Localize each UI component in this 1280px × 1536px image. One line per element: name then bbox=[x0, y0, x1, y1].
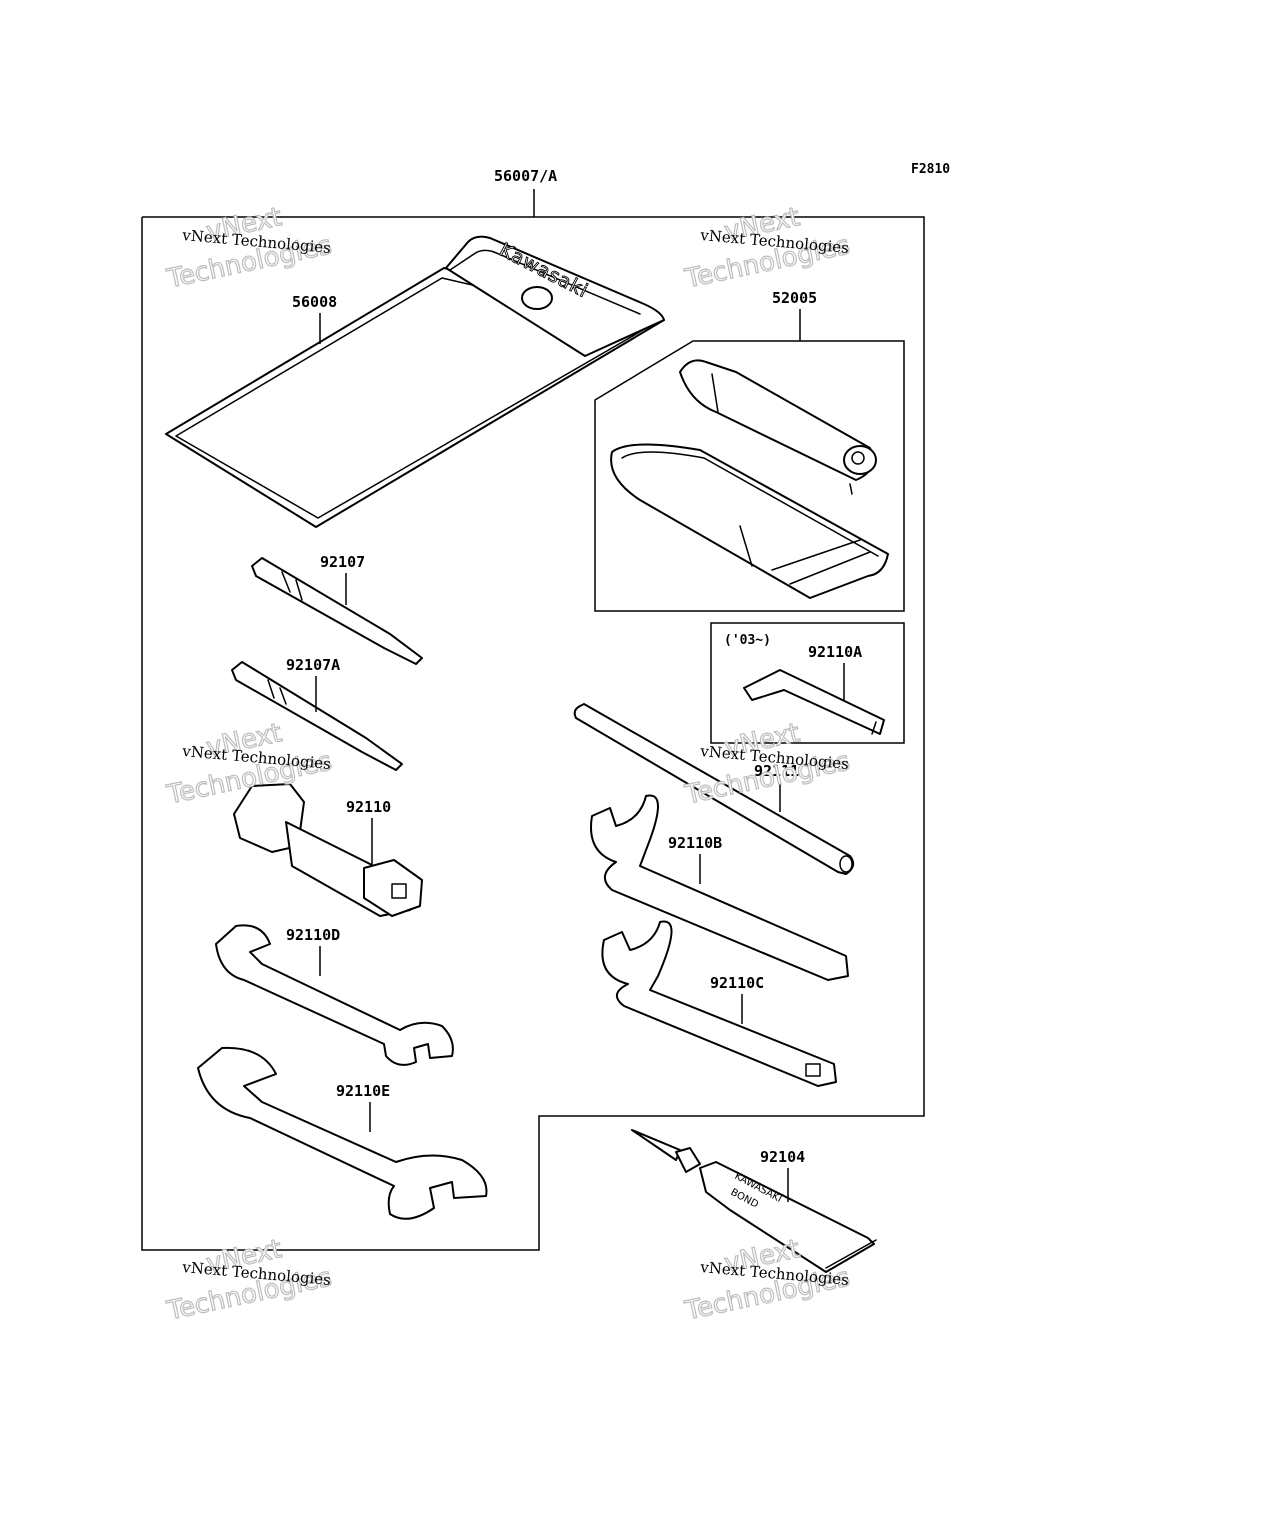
figure-code: F2810 bbox=[911, 162, 950, 177]
tommy-bar bbox=[573, 703, 855, 875]
part-number-92104: 92104 bbox=[760, 1148, 805, 1166]
part-number-92107: 92107 bbox=[320, 553, 365, 571]
screwdriver-bit-a bbox=[231, 661, 403, 771]
year-note: ('03~) bbox=[724, 633, 771, 648]
hex-key bbox=[743, 669, 885, 735]
screwdriver-bit bbox=[251, 557, 423, 665]
part-number-92110C: 92110C bbox=[710, 974, 764, 992]
part-number-92110A: 92110A bbox=[808, 643, 862, 661]
pump-subframe bbox=[594, 340, 905, 612]
watermark: Technologies vNext vNext Technologies bbox=[163, 202, 335, 296]
tool-pouch: Kawasaki bbox=[165, 235, 665, 528]
watermark: Technologies vNext vNext Technologies bbox=[681, 718, 853, 812]
kit-label: 56007/A bbox=[494, 167, 557, 185]
hook-wrench-b bbox=[590, 794, 849, 981]
watermark: Technologies vNext vNext Technologies bbox=[681, 202, 853, 296]
tire-pump bbox=[610, 359, 889, 599]
part-number-92110D: 92110D bbox=[286, 926, 340, 944]
open-wrench-d bbox=[215, 924, 454, 1066]
watermark: Technologies vNext vNext Technologies bbox=[163, 1234, 335, 1328]
part-number-92111: 92111 bbox=[754, 762, 799, 780]
hook-wrench-c bbox=[601, 920, 837, 1087]
part-number-56008: 56008 bbox=[292, 293, 337, 311]
hex-wrench-subframe bbox=[710, 622, 905, 744]
part-number-92110: 92110 bbox=[346, 798, 391, 816]
part-number-92110E: 92110E bbox=[336, 1082, 390, 1100]
part-number-52005: 52005 bbox=[772, 289, 817, 307]
kit-frame bbox=[141, 216, 925, 1251]
open-wrench-e bbox=[197, 1046, 488, 1220]
part-number-92107A: 92107A bbox=[286, 656, 340, 674]
part-number-92110B: 92110B bbox=[668, 834, 722, 852]
box-wrench bbox=[233, 783, 423, 917]
